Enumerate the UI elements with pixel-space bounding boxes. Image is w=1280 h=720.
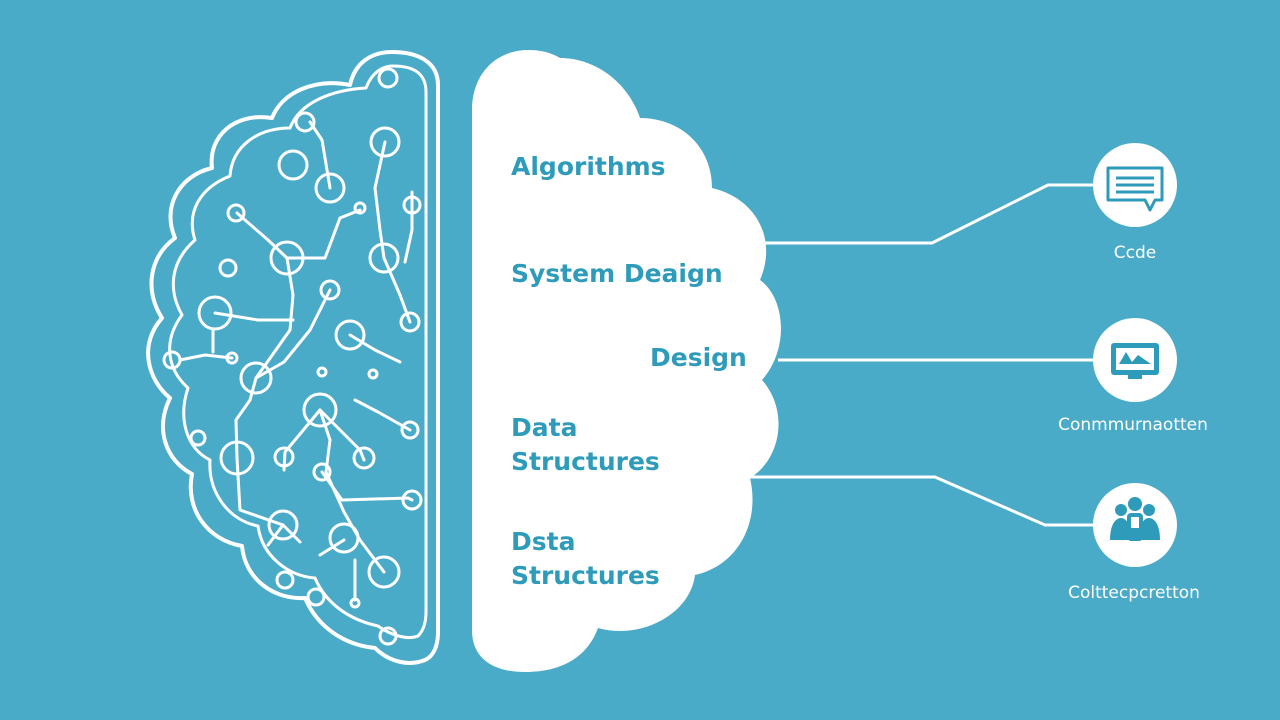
- node-collaboration-circle: [1093, 483, 1177, 567]
- node-label-collaboration: Colttecpcretton: [1068, 583, 1200, 603]
- brain-right-hemisphere: [472, 50, 781, 672]
- circuit-nodes: [162, 67, 423, 646]
- connector-collaboration: [750, 475, 1095, 527]
- circuit-brain-hemisphere: [146, 50, 440, 665]
- topic-system-deaign: System Deaign: [511, 259, 723, 288]
- people-icon: [1110, 497, 1160, 541]
- topic-data-structures-line2: Structures: [511, 447, 660, 476]
- topic-dsta-structures-line2: Structures: [511, 561, 660, 590]
- connector-lines: [750, 183, 1095, 527]
- topic-design: Design: [650, 343, 747, 372]
- node-label-communication: Conmmurnaotten: [1058, 415, 1208, 435]
- node-code-circle: [1093, 143, 1177, 227]
- monitor-icon: [1111, 343, 1159, 379]
- node-label-code: Ccde: [1113, 243, 1157, 263]
- brain-inner-outline: [168, 64, 428, 640]
- topic-dsta-structures-line1: Dsta: [511, 527, 576, 556]
- topic-data-structures: Data Structures: [511, 411, 660, 479]
- brain-outline: [146, 50, 440, 665]
- connector-code: [752, 183, 1095, 245]
- chat-bubble-icon: [1106, 166, 1164, 212]
- topic-algorithms: Algorithms: [511, 152, 666, 181]
- topic-data-structures-line1: Data: [511, 413, 578, 442]
- topic-dsta-structures: Dsta Structures: [511, 525, 660, 593]
- node-communication-circle: [1093, 318, 1177, 402]
